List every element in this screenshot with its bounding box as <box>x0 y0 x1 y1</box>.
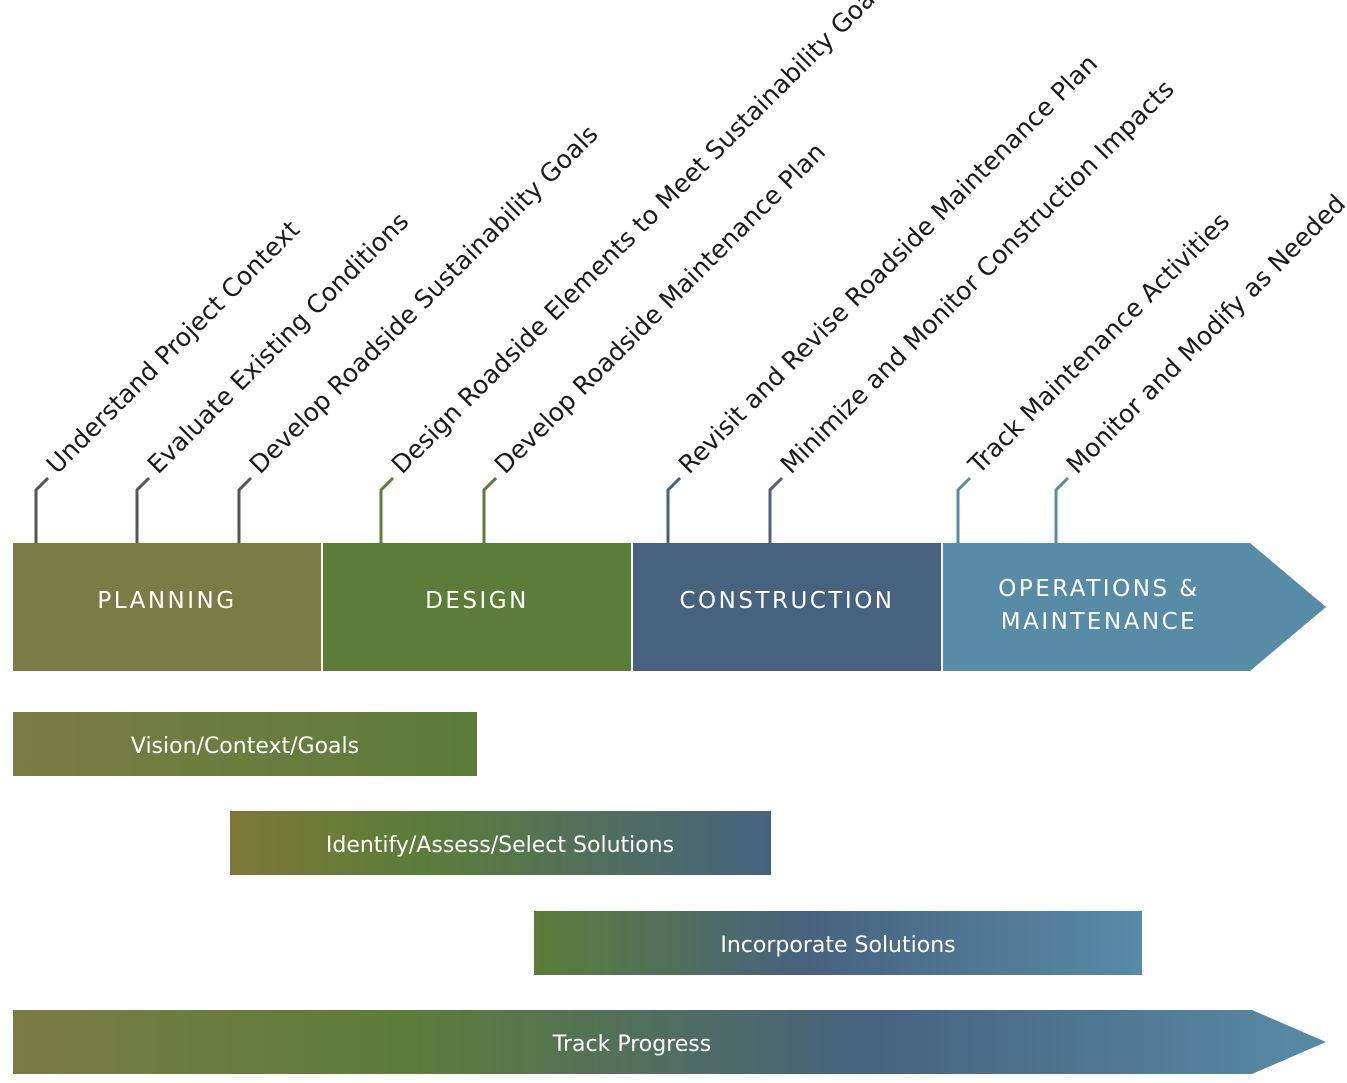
activity-bar-label-vision: Vision/Context/Goals <box>131 734 359 759</box>
activity-bar-track-progress <box>13 1010 1326 1074</box>
phase-block-construction <box>633 543 941 671</box>
activity-bar-label-track-progress: Track Progress <box>552 1032 711 1057</box>
step-connectors <box>34 476 1070 543</box>
activity-bar-incorporate <box>534 911 1142 975</box>
phase-label-operations-line2: MAINTENANCE <box>1001 609 1197 635</box>
step-connector <box>482 476 498 543</box>
step-connector <box>768 476 784 543</box>
step-connector <box>666 476 682 543</box>
phase-block-planning <box>13 543 321 671</box>
phase-label-operations-line1: OPERATIONS & <box>998 576 1200 602</box>
activity-bar-label-identify: Identify/Assess/Select Solutions <box>326 833 674 858</box>
phase-block-operations <box>943 543 1326 671</box>
phase-arrow: PLANNING DESIGN CONSTRUCTION OPERATIONS … <box>13 543 1326 671</box>
step-connector <box>379 476 395 543</box>
activity-bar-label-incorporate: Incorporate Solutions <box>720 933 955 958</box>
phase-label-construction: CONSTRUCTION <box>679 588 894 614</box>
activity-bar-vision <box>13 712 477 776</box>
step-connector <box>1054 476 1070 543</box>
step-connector <box>237 476 253 543</box>
step-connector <box>34 476 50 543</box>
phase-label-planning: PLANNING <box>97 588 236 614</box>
step-connector <box>956 476 972 543</box>
phase-block-design <box>323 543 631 671</box>
phase-label-design: DESIGN <box>425 588 529 614</box>
step-connector <box>135 476 151 543</box>
activity-bar-identify <box>230 811 771 875</box>
